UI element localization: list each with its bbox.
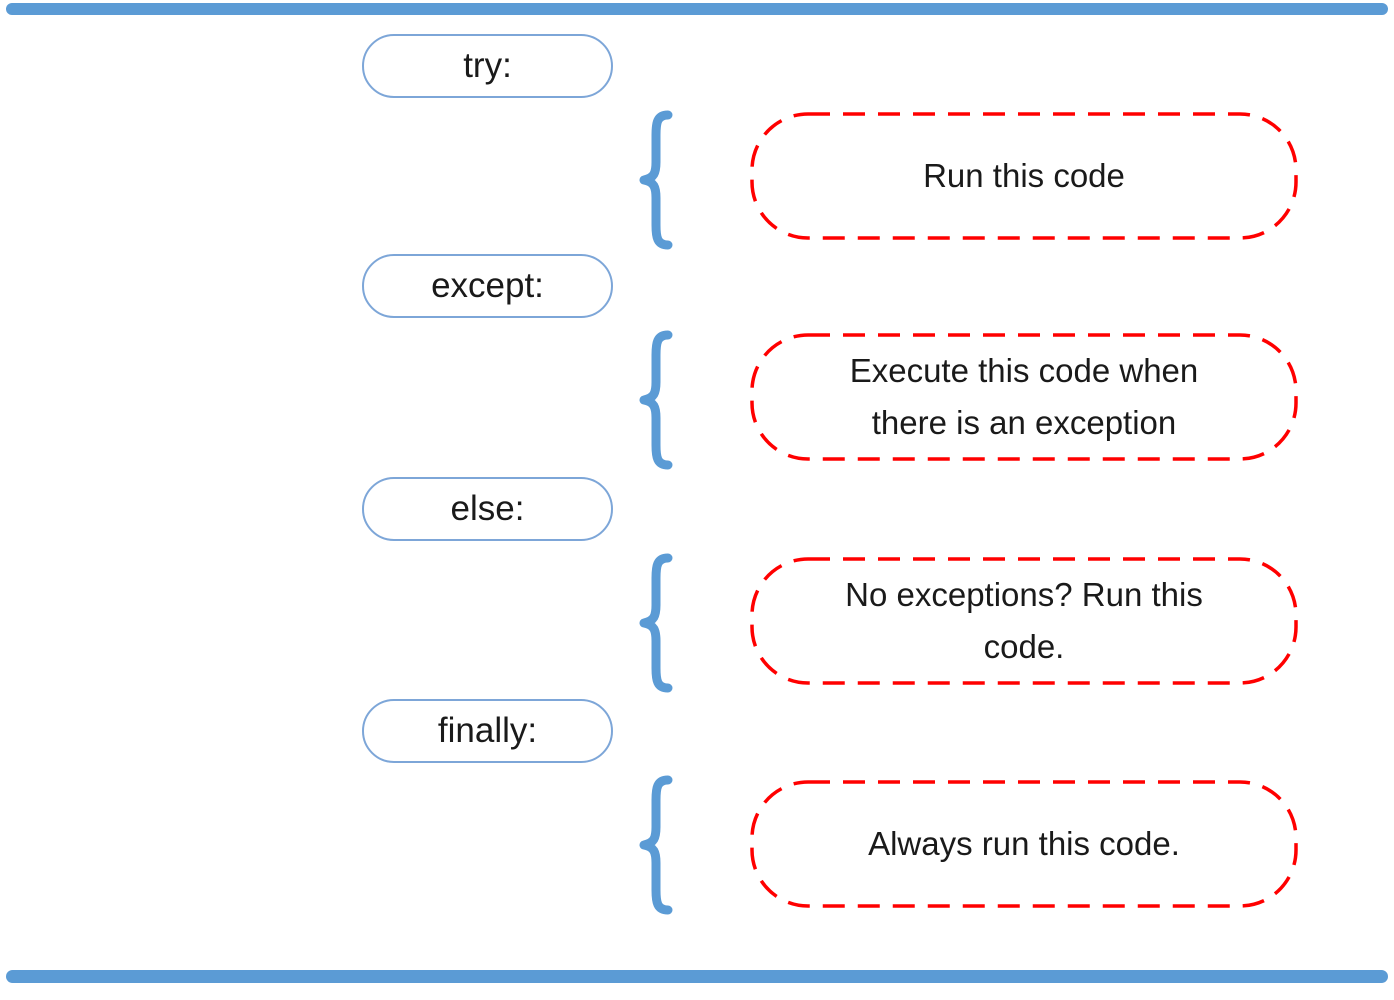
keyword-label-except: except: bbox=[431, 266, 544, 305]
brace-icon bbox=[634, 110, 678, 250]
brace-icon bbox=[634, 553, 678, 693]
brace-icon bbox=[634, 330, 678, 470]
keyword-box-try: try: bbox=[362, 34, 613, 98]
keyword-box-finally: finally: bbox=[362, 699, 613, 763]
code-block-else: No exceptions? Run this code. bbox=[750, 557, 1298, 685]
keyword-label-finally: finally: bbox=[437, 711, 538, 750]
code-description-else: No exceptions? Run this code. bbox=[845, 576, 1203, 665]
keyword-box-else: else: bbox=[362, 477, 613, 541]
code-block-finally: Always run this code. bbox=[750, 780, 1298, 908]
code-block-try: Run this code bbox=[750, 112, 1298, 240]
code-block-except: Execute this code when there is an excep… bbox=[750, 333, 1298, 461]
keyword-label-try: try: bbox=[463, 46, 512, 85]
code-description-try: Run this code bbox=[923, 157, 1125, 194]
code-description-except: Execute this code when there is an excep… bbox=[849, 352, 1199, 441]
top-divider-bar bbox=[6, 3, 1388, 15]
bottom-divider-bar bbox=[6, 970, 1388, 983]
brace-icon bbox=[634, 775, 678, 915]
code-description-finally: Always run this code. bbox=[868, 825, 1180, 862]
keyword-box-except: except: bbox=[362, 254, 613, 318]
keyword-label-else: else: bbox=[450, 489, 525, 528]
